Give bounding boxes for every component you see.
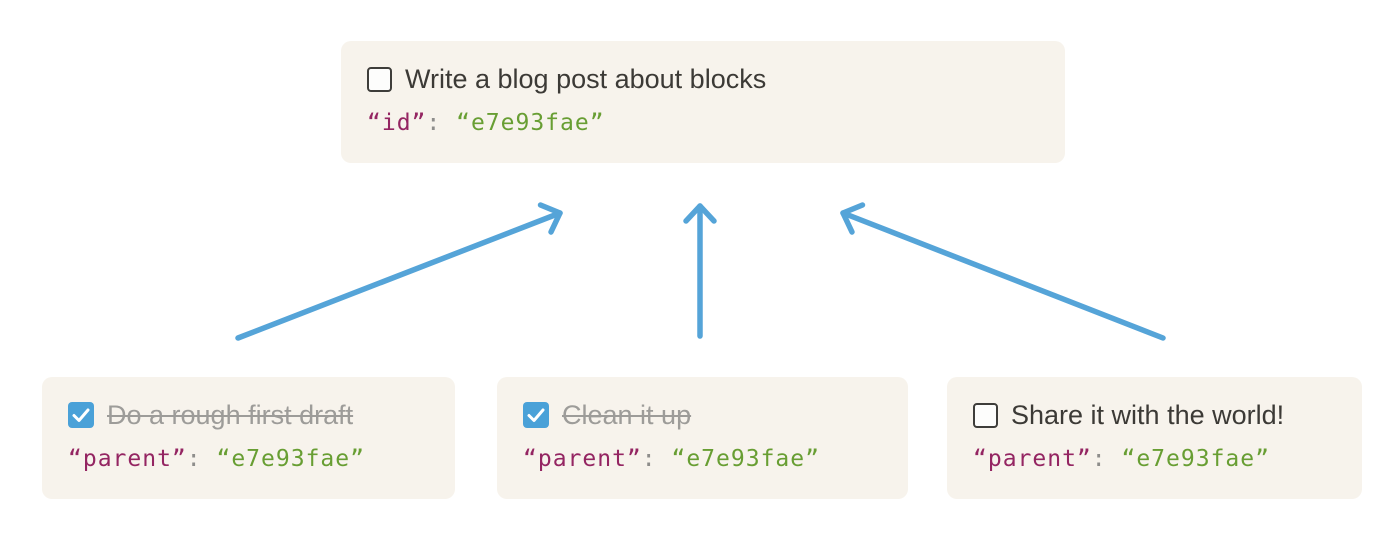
block-parent-code: “parent”: “e7e93fae” [523, 444, 882, 474]
checkbox-checked-icon[interactable] [523, 402, 549, 428]
task-row: Write a blog post about blocks [367, 65, 1039, 93]
code-separator: : [1091, 446, 1122, 472]
code-key: “parent” [68, 446, 187, 472]
code-value: “e7e93fae” [1121, 446, 1270, 472]
arrow-clean-to-parent [683, 203, 717, 339]
checkbox-unchecked-icon[interactable] [367, 66, 392, 92]
code-value: “e7e93fae” [456, 110, 605, 136]
arrow-draft-to-parent [235, 202, 563, 341]
code-separator: : [186, 446, 217, 472]
code-separator: : [641, 446, 672, 472]
task-title: Write a blog post about blocks [405, 64, 767, 94]
code-value: “e7e93fae” [671, 446, 820, 472]
checkmark-icon [72, 408, 90, 422]
child-task-card-draft: Do a rough first draft “parent”: “e7e93f… [42, 377, 455, 499]
code-value: “e7e93fae” [216, 446, 365, 472]
checkmark-icon [527, 408, 545, 422]
child-task-card-share: Share it with the world! “parent”: “e7e9… [947, 377, 1362, 499]
checkbox-checked-icon[interactable] [68, 402, 94, 428]
task-title: Do a rough first draft [107, 400, 354, 430]
code-separator: : [426, 110, 457, 136]
block-parent-code: “parent”: “e7e93fae” [68, 444, 429, 474]
parent-task-card: Write a blog post about blocks “id”: “e7… [341, 41, 1065, 163]
checkbox-unchecked-icon[interactable] [973, 402, 998, 428]
code-key: “parent” [973, 446, 1092, 472]
task-title: Share it with the world! [1011, 400, 1285, 430]
task-row: Clean it up [523, 401, 882, 429]
arrow-share-to-parent [840, 202, 1166, 341]
task-title: Clean it up [562, 400, 692, 430]
child-task-card-clean: Clean it up “parent”: “e7e93fae” [497, 377, 908, 499]
block-parent-code: “parent”: “e7e93fae” [973, 444, 1336, 474]
task-row: Share it with the world! [973, 401, 1336, 429]
code-key: “id” [367, 110, 427, 136]
task-row: Do a rough first draft [68, 401, 429, 429]
block-id-code: “id”: “e7e93fae” [367, 108, 1039, 138]
code-key: “parent” [523, 446, 642, 472]
